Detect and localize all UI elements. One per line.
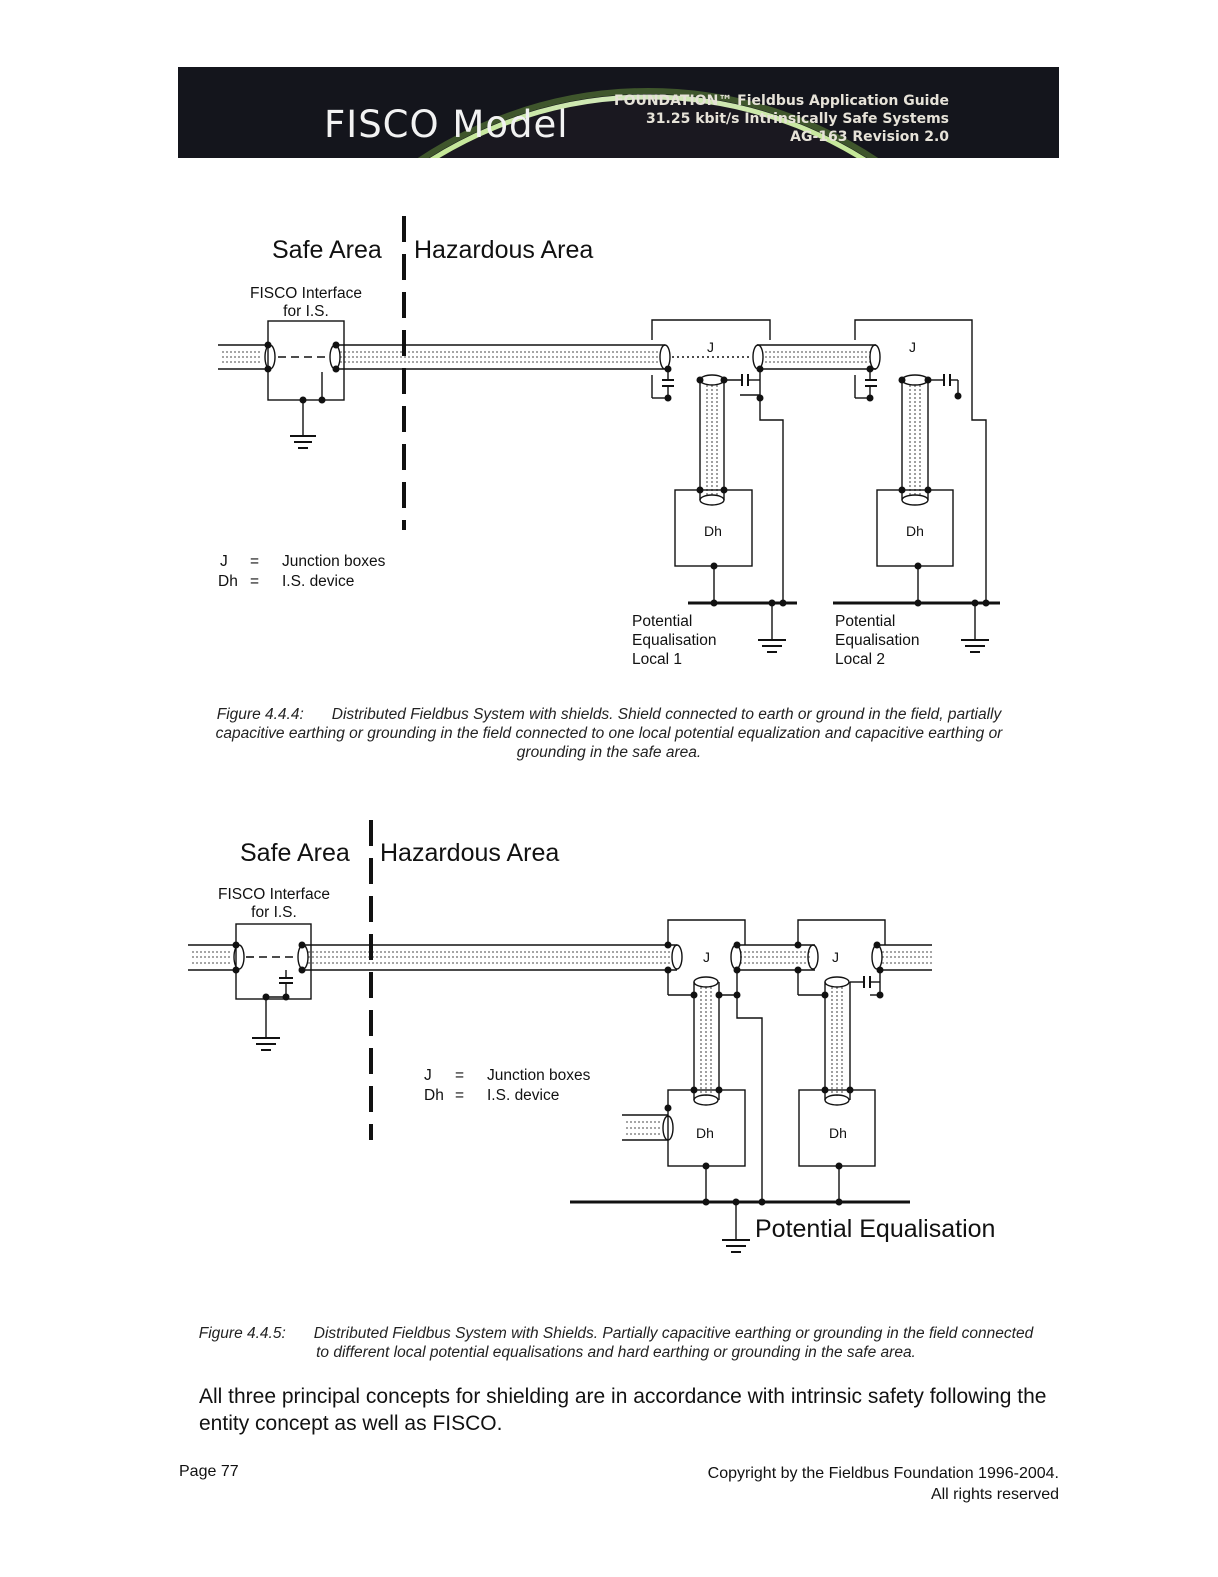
fig2-junction-2-label: J xyxy=(832,949,839,965)
figure-4-4-4-caption-label: Figure 4.4.4: xyxy=(216,706,304,723)
banner-title: FISCO Model xyxy=(324,103,569,146)
banner-globe-graphic xyxy=(178,67,1059,158)
fig2-hazardous-area-label: Hazardous Area xyxy=(380,839,559,867)
fig2-safe-area-label: Safe Area xyxy=(240,839,350,867)
figure-4-4-5-caption: Figure 4.4.5: Distributed Fieldbus System… xyxy=(196,1324,1036,1362)
fig1-legend-j-desc: Junction boxes xyxy=(282,553,386,570)
fig2-pe-label: Potential Equalisation xyxy=(755,1215,995,1243)
figure-4-4-5-caption-label: Figure 4.4.5: xyxy=(198,1325,286,1342)
banner-line-3: AG-163 Revision 2.0 xyxy=(790,129,949,145)
fig1-legend-dh-desc: I.S. device xyxy=(282,573,354,590)
fig1-pe2-label-1: Potential xyxy=(835,613,895,630)
header-banner: FISCO Model FOUNDATION™ Fieldbus Applica… xyxy=(178,67,1059,158)
fig1-junction-2-label: J xyxy=(909,339,916,355)
banner-line-2: 31.25 kbit/s Intrinsically Safe Systems xyxy=(646,111,949,127)
fig1-safe-area-label: Safe Area xyxy=(272,236,382,264)
fig1-device-1-label: Dh xyxy=(704,523,722,539)
banner-line-1: FOUNDATION™ Fieldbus Application Guide xyxy=(614,93,949,109)
figure-4-4-4-diagram: Safe Area Hazardous Area FISCO Interface… xyxy=(218,216,1000,668)
fig1-legend-j: J xyxy=(220,553,228,570)
fig1-pe2-label-2: Equalisation xyxy=(835,632,919,649)
copyright-line-2: All rights reserved xyxy=(930,1486,1059,1503)
fig1-interface-label-2: for I.S. xyxy=(283,303,329,320)
fig2-legend-dh-desc: I.S. device xyxy=(487,1087,559,1104)
fig1-legend-dh: Dh xyxy=(218,573,238,590)
fig1-legend-eq-1: = xyxy=(250,553,259,570)
fig2-interface-label-1: FISCO Interface xyxy=(218,886,330,903)
fig1-legend-eq-2: = xyxy=(250,573,259,590)
fig2-device-2-label: Dh xyxy=(829,1125,847,1141)
fig2-interface-label-2: for I.S. xyxy=(251,904,297,921)
fig1-pe1-label-3: Local 1 xyxy=(632,651,682,668)
fig1-pe1-label-2: Equalisation xyxy=(632,632,716,649)
fig2-legend-j: J xyxy=(424,1067,432,1084)
figure-4-4-4-caption: Figure 4.4.4:Distributed Fieldbus System… xyxy=(212,705,1006,762)
copyright-notice: Copyright by the Fieldbus Foundation 199… xyxy=(708,1463,1059,1505)
page-number: Page 77 xyxy=(179,1463,239,1480)
fig2-legend-dh: Dh xyxy=(424,1087,444,1104)
copyright-line-1: Copyright by the Fieldbus Foundation 199… xyxy=(707,1465,1059,1482)
fig2-legend-eq-1: = xyxy=(455,1067,464,1084)
fig1-pe1-label-1: Potential xyxy=(632,613,692,630)
fig1-pe2-label-3: Local 2 xyxy=(835,651,885,668)
fig1-junction-1-label: J xyxy=(707,339,714,355)
fig1-device-2-label: Dh xyxy=(906,523,924,539)
fig2-device-1-label: Dh xyxy=(696,1125,714,1141)
body-paragraph: All three principal concepts for shieldi… xyxy=(199,1385,1047,1435)
fig1-hazardous-area-label: Hazardous Area xyxy=(414,236,593,264)
fig2-legend-j-desc: Junction boxes xyxy=(487,1067,591,1084)
figure-4-4-5-caption-text: Distributed Fieldbus System with Shields… xyxy=(313,1325,1034,1361)
fig2-legend-eq-2: = xyxy=(455,1087,464,1104)
figure-4-4-4-caption-text: Distributed Fieldbus System with shields… xyxy=(215,706,1003,761)
fig2-junction-1-label: J xyxy=(703,949,710,965)
fig1-interface-label-1: FISCO Interface xyxy=(250,285,362,302)
figure-4-4-5-diagram: Safe Area Hazardous Area FISCO Interface… xyxy=(188,820,995,1253)
